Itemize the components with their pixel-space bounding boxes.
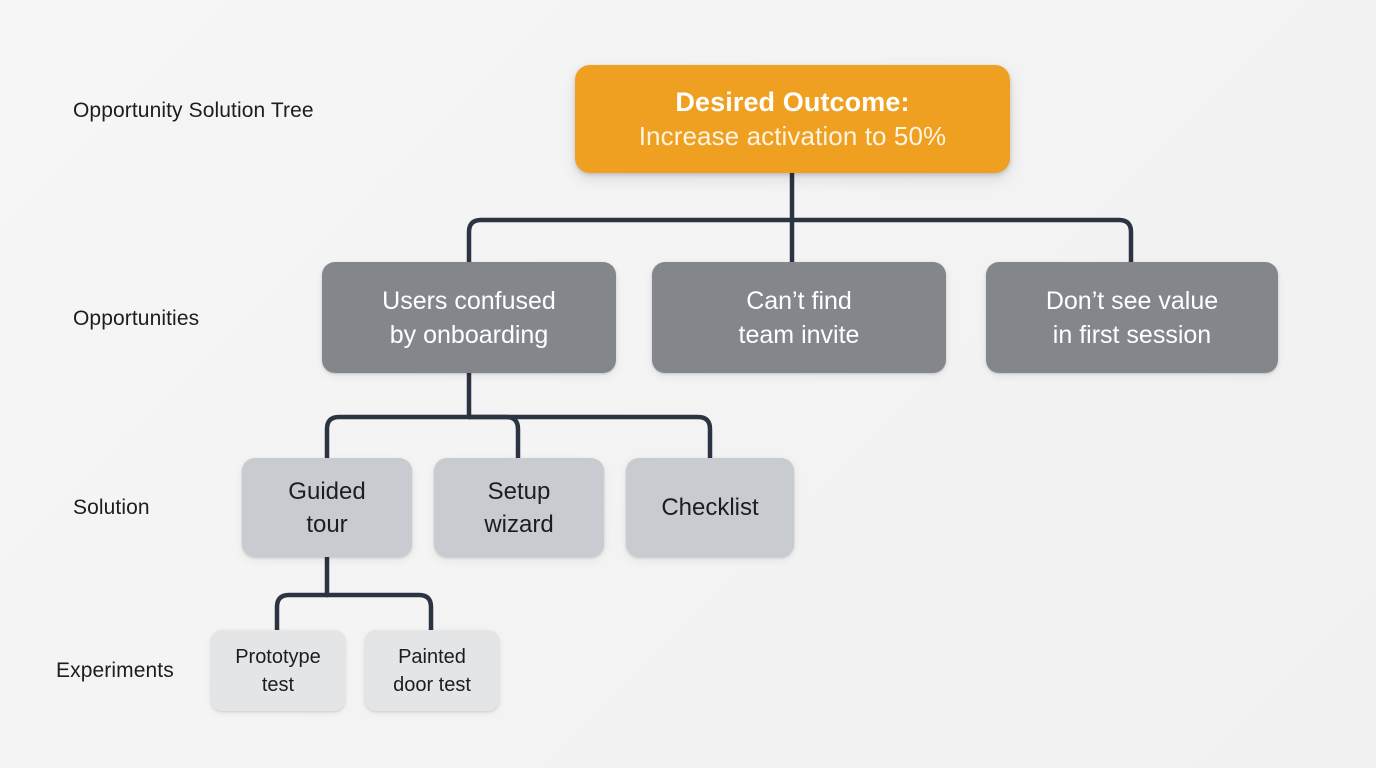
node-experiment-prototype-test-line-2: test [261, 673, 295, 696]
node-solution-checklist[interactable]: Checklist [626, 458, 794, 557]
connector-solution-1-to-experiment-2 [324, 592, 434, 633]
node-opportunity-users-confused[interactable]: Users confused by onboarding [322, 262, 616, 373]
node-solution-checklist-line-1: Checklist [661, 494, 759, 521]
diagram-title: Opportunity Solution Tree [73, 99, 314, 122]
node-opportunity-cant-find-team-invite[interactable]: Can’t find team invite [652, 262, 946, 373]
connector-outcome-to-opportunity-1 [466, 217, 795, 265]
node-desired-outcome-line-2: Increase activation to 50% [638, 121, 947, 151]
row-label-experiments: Experiments [56, 659, 174, 682]
row-label-solution: Solution [73, 496, 150, 519]
connector-opportunity-1-to-solution-3 [466, 414, 713, 461]
node-desired-outcome-line-1: Desired Outcome: [675, 87, 910, 117]
node-experiment-painted-door-test-line-1: Painted [398, 645, 466, 668]
node-desired-outcome[interactable]: Desired Outcome: Increase activation to … [575, 65, 1010, 173]
node-opportunity-users-confused-line-1: Users confused [382, 286, 556, 315]
node-solution-setup-wizard[interactable]: Setup wizard [434, 458, 604, 557]
node-experiment-prototype-test-line-1: Prototype [235, 645, 321, 668]
row-label-opportunities: Opportunities [73, 307, 200, 330]
node-solution-guided-tour[interactable]: Guided tour [242, 458, 412, 557]
node-opportunity-dont-see-value-line-1: Don’t see value [1045, 286, 1219, 315]
connector-opportunity-1-to-solution-1 [324, 414, 472, 461]
connector-solution-1-to-experiment-1 [274, 592, 330, 633]
node-opportunity-users-confused-line-2: by onboarding [389, 320, 549, 349]
connector-outcome-to-opportunity-3 [789, 217, 1134, 265]
connector-opportunity-1-to-solution-2 [466, 414, 521, 461]
node-experiment-prototype-test[interactable]: Prototype test [211, 630, 345, 711]
node-opportunity-dont-see-value-line-2: in first session [1052, 320, 1212, 349]
node-opportunity-dont-see-value[interactable]: Don’t see value in first session [986, 262, 1278, 373]
node-experiment-painted-door-test-line-2: door test [393, 673, 471, 696]
node-experiment-painted-door-test[interactable]: Painted door test [365, 630, 499, 711]
node-solution-setup-wizard-line-2: wizard [484, 510, 554, 538]
node-opportunity-cant-find-team-invite-line-2: team invite [738, 320, 860, 349]
node-solution-guided-tour-line-2: tour [306, 510, 348, 538]
node-opportunity-cant-find-team-invite-line-1: Can’t find [746, 286, 852, 315]
node-solution-guided-tour-line-1: Guided [288, 477, 366, 505]
node-solution-setup-wizard-line-1: Setup [487, 477, 551, 505]
